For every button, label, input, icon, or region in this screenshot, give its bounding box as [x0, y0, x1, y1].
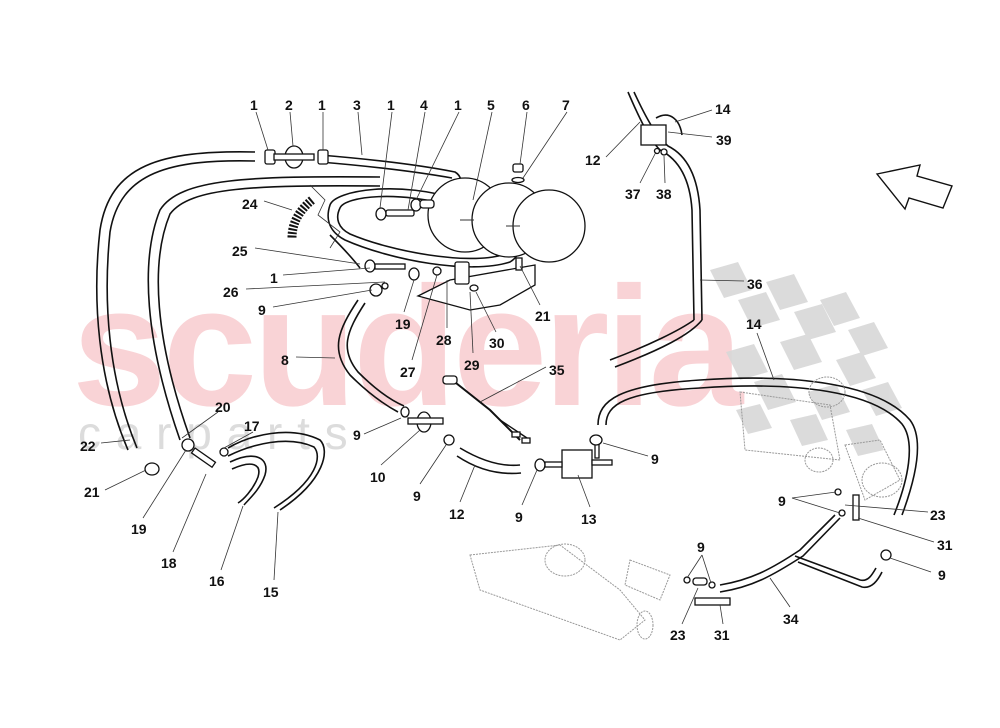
callout-24: 24 — [242, 196, 258, 212]
clamp-cluster — [364, 259, 406, 297]
callout-28: 28 — [436, 332, 452, 348]
callout-8: 8 — [281, 352, 289, 368]
hose-3 — [319, 154, 462, 191]
callout-9: 9 — [353, 427, 361, 443]
callout-36: 36 — [747, 276, 763, 292]
callout-9: 9 — [258, 302, 266, 318]
callout-17: 17 — [244, 418, 260, 434]
hoses-15-16 — [144, 431, 326, 511]
fittings-4 — [375, 198, 435, 221]
callout-9: 9 — [938, 567, 946, 583]
callout-7: 7 — [562, 97, 570, 113]
valve-14 — [640, 114, 683, 156]
callout-34: 34 — [783, 611, 799, 627]
vacuum-reservoir-5 — [427, 177, 586, 263]
callout-1: 1 — [250, 97, 258, 113]
corrugated-hose-24 — [287, 196, 315, 239]
callout-18: 18 — [161, 555, 177, 571]
callout-10: 10 — [370, 469, 386, 485]
hose-22-20 — [95, 151, 381, 451]
callout-9: 9 — [651, 451, 659, 467]
callout-20: 20 — [215, 399, 231, 415]
hose-36 — [609, 91, 703, 368]
callout-35: 35 — [549, 362, 565, 378]
sensor-harness-35 — [442, 375, 531, 444]
checkered-flag-watermark — [710, 262, 902, 456]
callout-5: 5 — [487, 97, 495, 113]
callout-23: 23 — [670, 627, 686, 643]
leader-lines — [100, 109, 935, 625]
callout-1: 1 — [318, 97, 326, 113]
callout-2: 2 — [285, 97, 293, 113]
callout-23: 23 — [930, 507, 946, 523]
grommet-6-7 — [511, 163, 525, 184]
callout-14: 14 — [715, 101, 731, 117]
throttle-body-ghost — [739, 376, 903, 501]
hose-12 — [456, 447, 522, 475]
callout-9: 9 — [515, 509, 523, 525]
callout-9: 9 — [697, 539, 705, 555]
callout-13: 13 — [581, 511, 597, 527]
callout-39: 39 — [716, 132, 732, 148]
callout-1: 1 — [454, 97, 462, 113]
callout-12: 12 — [449, 506, 465, 522]
callout-25: 25 — [232, 243, 248, 259]
callout-31: 31 — [714, 627, 730, 643]
callout-labels: 1 2 1 3 1 4 1 5 6 7 14 39 12 37 38 24 25… — [80, 97, 953, 643]
callout-3: 3 — [353, 97, 361, 113]
callout-15: 15 — [263, 584, 279, 600]
intake-pipe-ghost — [469, 543, 671, 641]
callout-21: 21 — [535, 308, 551, 324]
callout-37: 37 — [625, 186, 641, 202]
orientation-arrow-icon — [875, 164, 953, 211]
callout-22: 22 — [80, 438, 96, 454]
hose-8 — [337, 299, 405, 413]
valve-2 — [264, 145, 329, 169]
callout-31: 31 — [937, 537, 953, 553]
callout-9: 9 — [413, 488, 421, 504]
callout-6: 6 — [522, 97, 530, 113]
callout-4: 4 — [420, 97, 428, 113]
callout-9: 9 — [778, 493, 786, 509]
callout-12: 12 — [585, 152, 601, 168]
callout-1: 1 — [270, 270, 278, 286]
check-valve-10 — [400, 406, 455, 446]
callout-26: 26 — [223, 284, 239, 300]
watermark-brand: scuderia — [72, 252, 743, 442]
callout-19: 19 — [131, 521, 147, 537]
callout-19: 19 — [395, 316, 411, 332]
callout-16: 16 — [209, 573, 225, 589]
callout-30: 30 — [489, 335, 505, 351]
callout-27: 27 — [400, 364, 416, 380]
hose-14 — [589, 377, 919, 516]
solenoid-valve-13 — [534, 443, 613, 479]
mounting-bracket — [408, 257, 536, 311]
callout-21: 21 — [84, 484, 100, 500]
callout-14: 14 — [746, 316, 762, 332]
callout-29: 29 — [464, 357, 480, 373]
callout-38: 38 — [656, 186, 672, 202]
callout-1: 1 — [387, 97, 395, 113]
